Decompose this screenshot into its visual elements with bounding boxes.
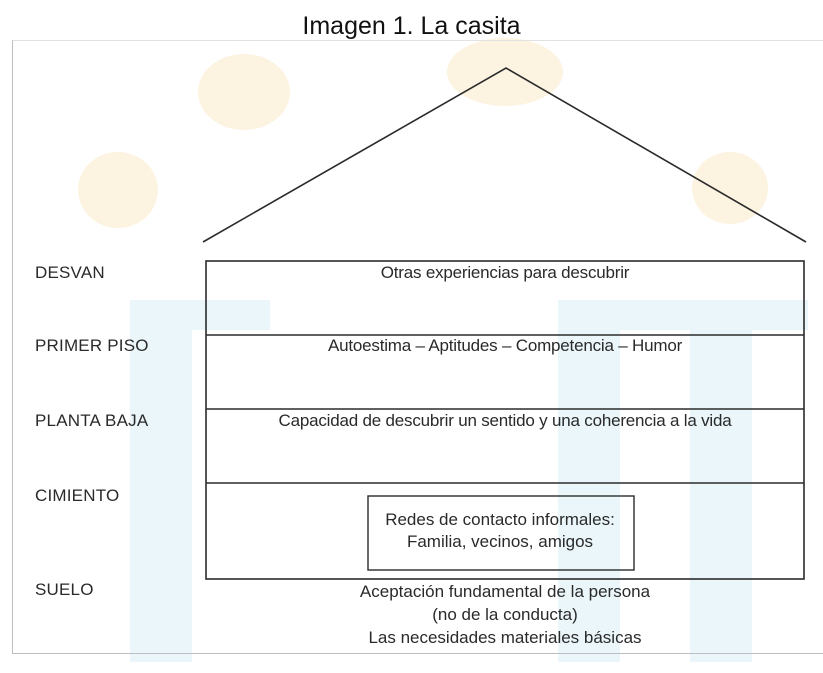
level-label-cimiento: CIMIENTO bbox=[35, 486, 120, 505]
suelo-content: Aceptación fundamental de la persona (no… bbox=[206, 580, 804, 649]
watermark-dot bbox=[692, 152, 768, 224]
watermark-blue-shapes bbox=[130, 300, 808, 662]
suelo-line: (no de la conducta) bbox=[432, 605, 578, 624]
cimiento-line: Familia, vecinos, amigos bbox=[406, 532, 594, 551]
watermark-bar bbox=[130, 300, 192, 662]
planta-baja-content: Capacidad de descubrir un sentido y una … bbox=[278, 411, 732, 430]
watermark-band bbox=[558, 300, 808, 330]
watermark-dot bbox=[78, 152, 158, 228]
level-label-primer-piso: PRIMER PISO bbox=[35, 336, 149, 355]
figure-frame bbox=[12, 40, 823, 654]
suelo-line: Aceptación fundamental de la persona bbox=[359, 582, 651, 601]
watermark-orange-dots bbox=[78, 38, 768, 228]
figure-caption: Imagen 1. La casita bbox=[302, 12, 521, 40]
watermark-dot bbox=[447, 38, 563, 106]
primer-piso-content: Autoestima – Aptitudes – Competencia – H… bbox=[327, 336, 683, 355]
watermark-dot bbox=[198, 54, 290, 130]
desvan-content: Otras experiencias para descubrir bbox=[380, 263, 630, 282]
cimiento-content: Redes de contacto informales: Familia, v… bbox=[370, 509, 630, 553]
foundation-inner-box bbox=[367, 495, 635, 571]
house-body bbox=[205, 260, 805, 580]
level-label-suelo: SUELO bbox=[35, 580, 94, 599]
watermark-band bbox=[130, 300, 270, 330]
roof bbox=[202, 67, 807, 243]
watermark-bar bbox=[558, 300, 620, 662]
cimiento-line: Redes de contacto informales: bbox=[385, 510, 615, 529]
level-label-desvan: DESVAN bbox=[35, 263, 105, 282]
level-label-planta-baja: PLANTA BAJA bbox=[35, 411, 149, 430]
watermark-bar bbox=[690, 300, 752, 662]
suelo-line: Las necesidades materiales básicas bbox=[368, 628, 642, 647]
